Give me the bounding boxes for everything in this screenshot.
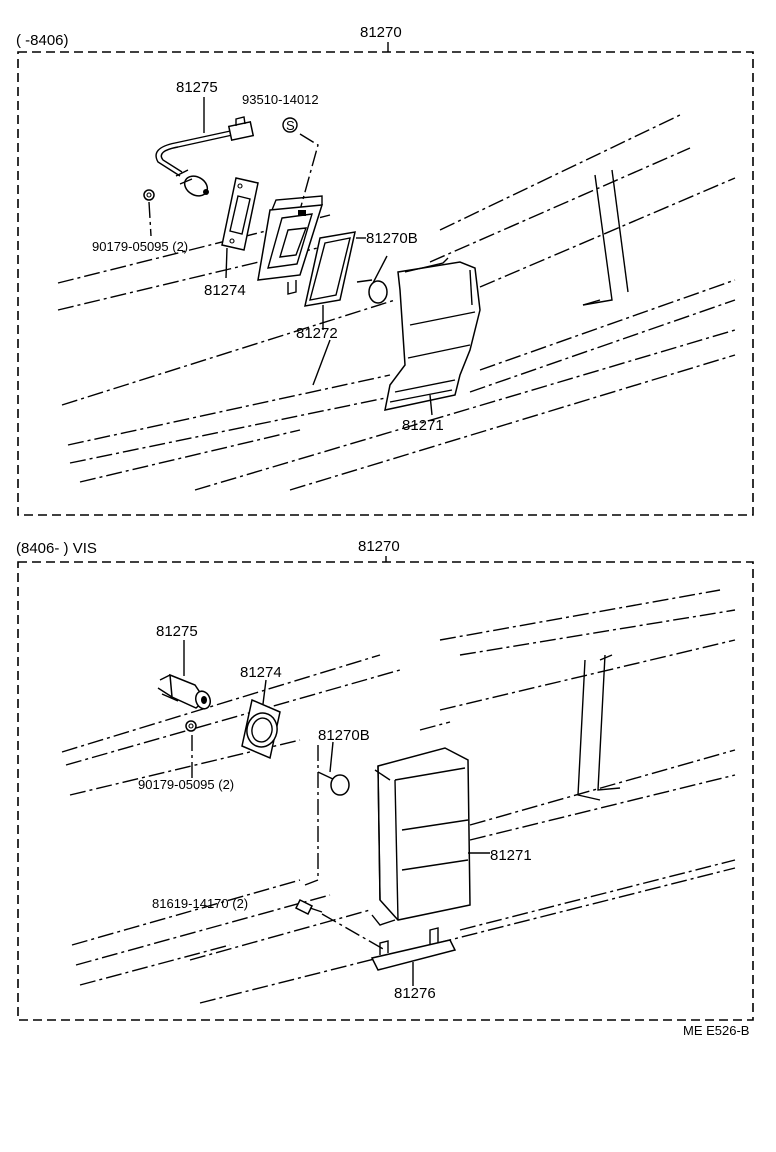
- callout-90179-05095: 90179-05095 (2): [92, 239, 188, 254]
- callout-81276: 81276: [394, 985, 436, 1002]
- plate-81274: [221, 177, 259, 279]
- callout-81275: 81275: [176, 79, 218, 96]
- body-panel-outline-bottom: [61, 589, 736, 1004]
- callout-81271: 81271: [402, 417, 444, 434]
- panel-bottom-frame: [17, 561, 754, 1021]
- callout-93510-14012: 93510-14012: [242, 92, 319, 107]
- callout-81275-bottom: 81275: [156, 623, 198, 640]
- svg-text:S: S: [286, 118, 295, 133]
- body-panel-outline: [57, 114, 736, 491]
- screw-90179: [143, 189, 155, 237]
- wire-harness-81275: [155, 116, 255, 197]
- panel-top-assembly-number: 81270: [360, 24, 402, 41]
- lens-81271: [384, 257, 481, 416]
- callout-81270b: 81270B: [366, 230, 418, 247]
- callout-81271-bottom: 81271: [490, 847, 532, 864]
- lamp-housing: [257, 195, 324, 295]
- panel-bottom-assembly-number: 81270: [358, 538, 400, 555]
- callout-90179-05095-bottom: 90179-05095 (2): [138, 777, 234, 792]
- lens-81271-bottom: [371, 747, 490, 926]
- callout-81272: 81272: [296, 325, 338, 342]
- panel-top: ( -8406) 81270: [16, 24, 754, 516]
- bulb-81270b-bottom: [304, 741, 350, 886]
- callout-81274-bottom: 81274: [240, 664, 282, 681]
- figure-code: ME E526-B: [683, 1023, 749, 1038]
- screw-90179-bottom: [185, 720, 197, 780]
- panel-bottom: (8406- ) VIS 81270: [16, 538, 754, 1021]
- callout-81274: 81274: [204, 282, 246, 299]
- socket-81275: [157, 640, 212, 710]
- molding-81276: [370, 927, 457, 986]
- symbol-s-93510: S: [282, 117, 319, 211]
- screw-81619: [294, 898, 386, 951]
- callout-81619-14170: 81619-14170 (2): [152, 896, 248, 911]
- panel-bottom-range: (8406- ) VIS: [16, 540, 97, 557]
- callout-81270b-bottom: 81270B: [318, 727, 370, 744]
- bulb-81270b: [356, 255, 388, 304]
- plate-81274-bottom: [241, 679, 281, 760]
- gasket-81272: [304, 231, 356, 386]
- panel-top-range: ( -8406): [16, 32, 69, 49]
- panel-top-frame: [17, 51, 754, 516]
